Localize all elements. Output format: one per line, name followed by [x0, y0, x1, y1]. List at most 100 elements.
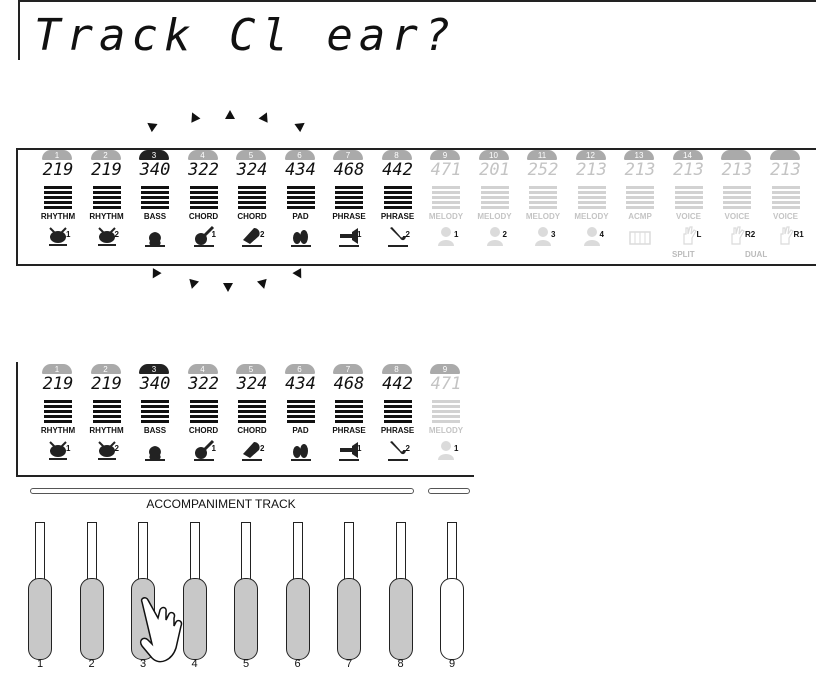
track-label: BASS: [129, 212, 181, 221]
strings-icon: [289, 224, 313, 248]
button-cap[interactable]: [440, 578, 464, 660]
track-number-badge: 7: [333, 150, 363, 160]
track-6: 6434PAD: [279, 362, 323, 472]
track-number-badge: 7: [333, 364, 363, 374]
voice-number: 213: [667, 160, 711, 180]
track-label: RHYTHM: [32, 212, 84, 221]
voice-number: 442: [376, 160, 420, 180]
track-number-badge: 2: [91, 150, 121, 160]
track-label: MELODY: [517, 212, 569, 221]
button-stem: [138, 522, 148, 584]
voice-number: 219: [85, 374, 129, 394]
track-label: PAD: [275, 426, 327, 435]
track-sub-label: 1: [212, 230, 216, 239]
level-meter: [578, 186, 606, 212]
track-label: CHORD: [226, 212, 278, 221]
voice-number: 219: [36, 160, 80, 180]
track-label: PHRASE: [372, 426, 424, 435]
track-2: 2219RHYTHM2: [85, 148, 129, 258]
voice-number: 322: [182, 374, 226, 394]
flash-arrow-icon: [259, 110, 272, 122]
level-meter: [723, 186, 751, 212]
accompaniment-bracket: [30, 488, 414, 494]
button-cap[interactable]: [28, 578, 52, 660]
level-meter: [287, 400, 315, 426]
track-button-9[interactable]: 9: [440, 522, 464, 662]
track-sub-label: R1: [794, 230, 804, 239]
track-button-7[interactable]: 7: [337, 522, 361, 662]
track-8: 8442PHRASE2: [376, 362, 420, 472]
flash-arrow-icon: [188, 110, 201, 122]
track-number-badge: 9: [430, 364, 460, 374]
track-button-2[interactable]: 2: [80, 522, 104, 662]
flash-arrow-icon: [294, 119, 307, 132]
track-3: 3340BASS: [133, 362, 177, 472]
button-stem: [35, 522, 45, 584]
track-label: CHORD: [226, 426, 278, 435]
track-button-5[interactable]: 5: [234, 522, 258, 662]
track-number-badge: 6: [285, 150, 315, 160]
track-sub-label: 4: [600, 230, 604, 239]
voice-number: 468: [327, 374, 371, 394]
track-label: VOICE: [711, 212, 763, 221]
track-sub-label: 2: [115, 444, 119, 453]
button-stem: [344, 522, 354, 584]
track-number-badge: 3: [139, 364, 169, 374]
track-label: CHORD: [178, 426, 230, 435]
track-label: RHYTHM: [81, 212, 133, 221]
level-meter: [238, 186, 266, 212]
track-12: 12213MELODY4: [570, 148, 614, 258]
track-number-badge: 5: [236, 150, 266, 160]
track-number-badge: 6: [285, 364, 315, 374]
lcd-message: Track Cl ear?: [34, 10, 456, 61]
level-meter: [432, 400, 460, 426]
level-meter: [432, 186, 460, 212]
upright-bass-icon: [143, 438, 167, 462]
button-cap[interactable]: [286, 578, 310, 660]
track-button-8[interactable]: 8: [389, 522, 413, 662]
button-number: 8: [389, 658, 413, 670]
level-meter: [287, 186, 315, 212]
track-button-6[interactable]: 6: [286, 522, 310, 662]
track-10: 10201MELODY2: [473, 148, 517, 258]
voice-number: 213: [764, 160, 808, 180]
voice-number: 468: [327, 160, 371, 180]
button-number: 6: [286, 658, 310, 670]
flash-arrow-icon: [144, 119, 157, 132]
voice-number: 324: [230, 160, 274, 180]
track-16: 213VOICER1: [764, 148, 808, 258]
track-label: PHRASE: [323, 426, 375, 435]
track-number-badge: 8: [382, 150, 412, 160]
keyboard-icon: [628, 224, 652, 248]
level-meter: [44, 400, 72, 426]
flash-arrow-icon: [148, 268, 161, 281]
button-number: 2: [80, 658, 104, 670]
track-sub-label: 2: [503, 230, 507, 239]
voice-number: 471: [424, 374, 468, 394]
voice-number: 324: [230, 374, 274, 394]
track-number-badge: 2: [91, 364, 121, 374]
level-meter: [626, 186, 654, 212]
track-button-1[interactable]: 1: [28, 522, 52, 662]
track-number-badge: 13: [624, 150, 654, 160]
level-meter: [93, 186, 121, 212]
track-label: ACMP: [614, 212, 666, 221]
dual-label: DUAL: [745, 250, 767, 259]
track-4: 4322CHORD1: [182, 148, 226, 258]
track-label: VOICE: [663, 212, 715, 221]
button-cap[interactable]: [80, 578, 104, 660]
track-label: BASS: [129, 426, 181, 435]
level-meter: [93, 400, 121, 426]
button-cap[interactable]: [337, 578, 361, 660]
track-label: RHYTHM: [32, 426, 84, 435]
button-cap[interactable]: [234, 578, 258, 660]
button-cap[interactable]: [389, 578, 413, 660]
level-meter: [481, 186, 509, 212]
track-sub-label: 2: [406, 230, 410, 239]
accompaniment-track-label: ACCOMPANIMENT TRACK: [30, 497, 412, 511]
track-number-badge: 1: [42, 150, 72, 160]
voice-number: 201: [473, 160, 517, 180]
level-meter: [384, 186, 412, 212]
